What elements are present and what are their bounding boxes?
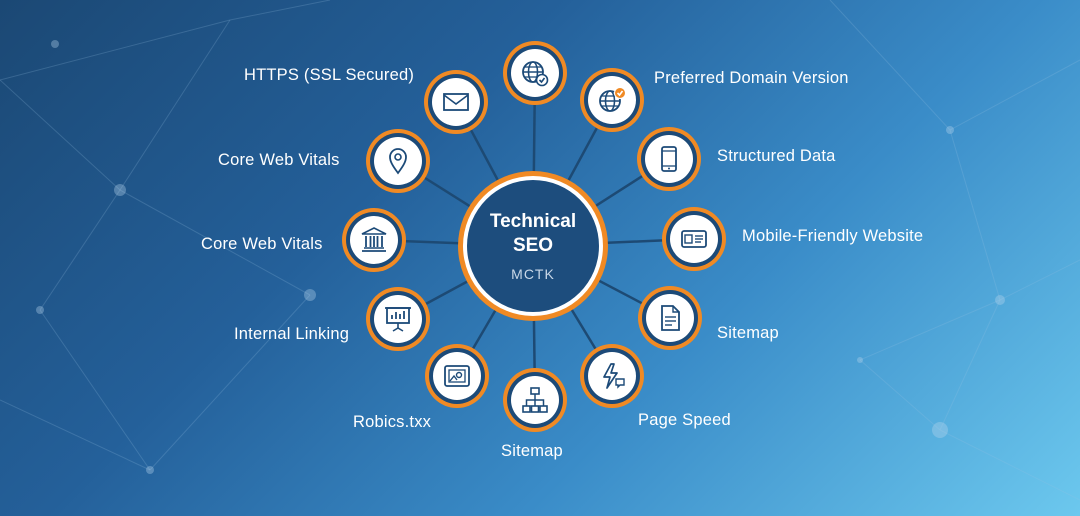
- label-sitemap-bottom: Sitemap: [501, 442, 563, 460]
- node-robots-txt: [425, 344, 489, 408]
- presentation-board-icon: [385, 307, 411, 332]
- node-internal-linking: [366, 287, 430, 351]
- image-frame-icon: [444, 365, 470, 387]
- label-https: HTTPS (SSL Secured): [244, 66, 415, 84]
- node-core-web-vitals-upper: [366, 129, 430, 193]
- node-core-web-vitals-lower: [342, 208, 406, 272]
- node-mobile-friendly: [662, 207, 726, 271]
- node-page-speed: [580, 344, 644, 408]
- globe-badge-icon: [599, 87, 626, 112]
- label-internal-linking: Internal Linking: [234, 325, 350, 343]
- node-structured-data: [637, 127, 701, 191]
- label-structured-data: Structured Data: [717, 147, 836, 165]
- smartphone-icon: [661, 146, 677, 172]
- id-card-icon: [681, 230, 707, 248]
- email-icon: [443, 93, 469, 111]
- label-core-web-vitals-upper: Core Web Vitals: [218, 151, 340, 169]
- label-preferred-domain: Preferred Domain Version: [654, 69, 849, 87]
- hub-title-line2: SEO: [512, 235, 554, 256]
- globe-check-icon: [522, 61, 549, 87]
- hub-circle: Technical SEO MCTK: [458, 171, 608, 321]
- label-mobile-friendly: Mobile-Friendly Website: [742, 227, 924, 245]
- node-https: [424, 70, 488, 134]
- label-robots-txt: Robics.txx: [353, 413, 432, 431]
- sitemap-tree-icon: [522, 387, 548, 413]
- location-pin-icon: [389, 148, 407, 175]
- label-core-web-vitals-lower: Core Web Vitals: [201, 235, 323, 253]
- document-icon: [661, 305, 680, 331]
- node-sitemap-bottom: [503, 368, 567, 432]
- label-page-speed: Page Speed: [638, 411, 731, 429]
- building-icon: [361, 227, 387, 252]
- node-globe-check: [503, 41, 567, 105]
- node-preferred-domain: [580, 68, 644, 132]
- hub-subtitle: MCTK: [511, 266, 555, 282]
- hub-title-line1: Technical: [489, 211, 577, 232]
- node-sitemap-right: [638, 286, 702, 350]
- lightning-chat-icon: [603, 363, 625, 389]
- label-sitemap-right: Sitemap: [717, 324, 779, 342]
